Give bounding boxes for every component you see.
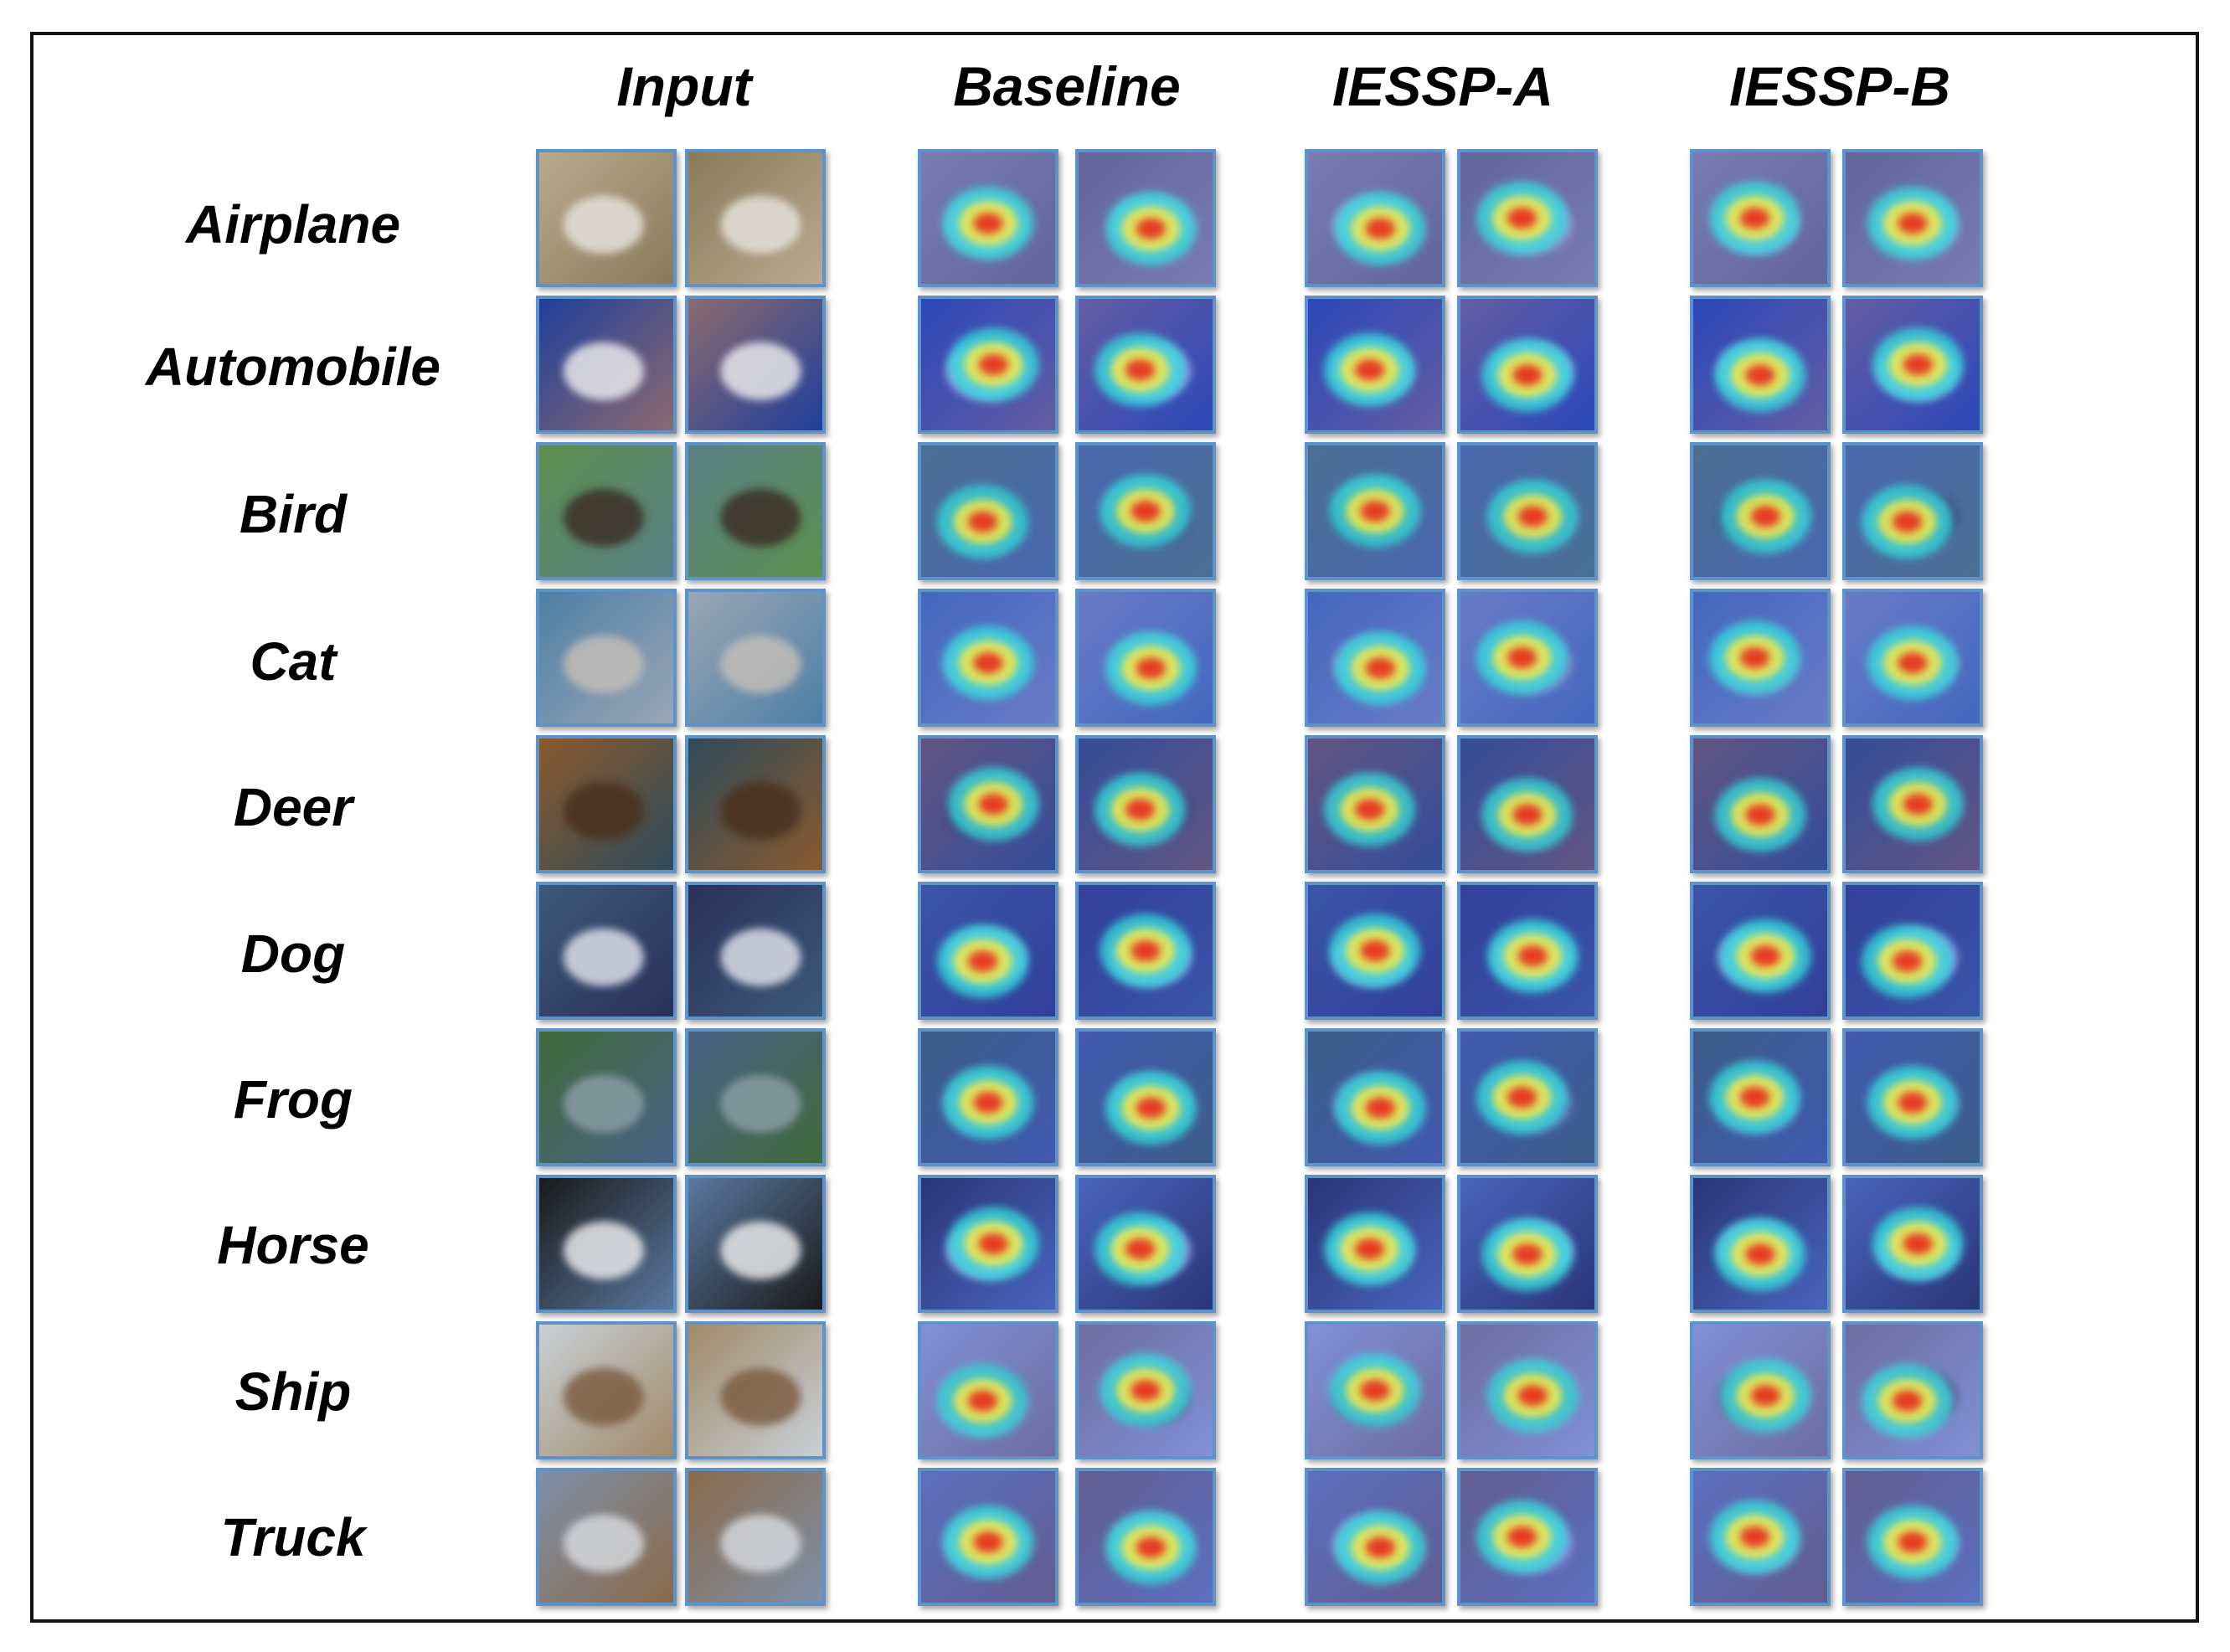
thumb-airplane-baseline-1: [918, 149, 1058, 287]
thumb-frog-baseline-1: [918, 1028, 1058, 1166]
column-header-baseline: Baseline: [953, 55, 1181, 117]
row-label-bird: Bird: [239, 484, 347, 544]
thumb-deer-iessp-b-2: [1842, 735, 1983, 873]
thumb-airplane-input-1: [536, 149, 677, 287]
thumb-truck-iessp-a-1: [1305, 1468, 1445, 1606]
thumb-cat-iessp-b-2: [1842, 589, 1983, 727]
thumb-truck-input-1: [536, 1468, 677, 1606]
thumb-frog-baseline-2: [1075, 1028, 1216, 1166]
thumb-automobile-input-1: [536, 296, 677, 434]
thumb-automobile-iessp-a-1: [1305, 296, 1445, 434]
thumb-automobile-iessp-a-2: [1457, 296, 1598, 434]
thumb-frog-iessp-b-1: [1690, 1028, 1831, 1166]
thumb-horse-input-1: [536, 1175, 677, 1313]
thumb-deer-baseline-1: [918, 735, 1058, 873]
thumb-frog-input-2: [685, 1028, 826, 1166]
thumb-deer-input-2: [685, 735, 826, 873]
thumb-airplane-iessp-a-1: [1305, 149, 1445, 287]
column-header-iessp-b: IESSP-B: [1728, 55, 1951, 117]
thumb-cat-iessp-a-2: [1457, 589, 1598, 727]
thumb-deer-iessp-a-2: [1457, 735, 1598, 873]
row-label-airplane: Airplane: [185, 194, 401, 255]
thumb-frog-iessp-a-1: [1305, 1028, 1445, 1166]
thumb-truck-iessp-b-1: [1690, 1468, 1831, 1606]
thumb-deer-input-1: [536, 735, 677, 873]
thumb-bird-input-1: [536, 442, 677, 580]
thumb-truck-iessp-b-2: [1842, 1468, 1983, 1606]
thumb-truck-baseline-1: [918, 1468, 1058, 1606]
thumb-dog-iessp-a-1: [1305, 882, 1445, 1020]
thumb-bird-iessp-b-1: [1690, 442, 1831, 580]
thumb-dog-input-2: [685, 882, 826, 1020]
thumb-horse-iessp-a-1: [1305, 1175, 1445, 1313]
thumb-deer-iessp-b-1: [1690, 735, 1831, 873]
thumb-deer-baseline-2: [1075, 735, 1216, 873]
thumb-ship-baseline-1: [918, 1321, 1058, 1459]
thumb-frog-iessp-a-2: [1457, 1028, 1598, 1166]
thumb-ship-iessp-a-1: [1305, 1321, 1445, 1459]
thumb-airplane-input-2: [685, 149, 826, 287]
thumb-automobile-iessp-b-1: [1690, 296, 1831, 434]
column-header-iessp-a: IESSP-A: [1331, 55, 1554, 117]
thumb-truck-baseline-2: [1075, 1468, 1216, 1606]
thumb-automobile-input-2: [685, 296, 826, 434]
thumb-cat-input-1: [536, 589, 677, 727]
row-label-frog: Frog: [233, 1069, 353, 1130]
row-label-ship: Ship: [234, 1361, 352, 1422]
thumb-ship-iessp-a-2: [1457, 1321, 1598, 1459]
row-label-cat: Cat: [250, 631, 337, 692]
thumb-horse-input-2: [685, 1175, 826, 1313]
row-label-automobile: Automobile: [146, 337, 440, 397]
thumb-ship-baseline-2: [1075, 1321, 1216, 1459]
thumb-airplane-baseline-2: [1075, 149, 1216, 287]
thumb-automobile-baseline-2: [1075, 296, 1216, 434]
thumb-dog-baseline-2: [1075, 882, 1216, 1020]
thumb-automobile-baseline-1: [918, 296, 1058, 434]
thumb-dog-iessp-b-1: [1690, 882, 1831, 1020]
thumb-dog-baseline-1: [918, 882, 1058, 1020]
thumb-bird-iessp-a-1: [1305, 442, 1445, 580]
thumb-horse-baseline-2: [1075, 1175, 1216, 1313]
thumb-airplane-iessp-b-1: [1690, 149, 1831, 287]
thumb-ship-iessp-b-1: [1690, 1321, 1831, 1459]
thumb-horse-iessp-b-1: [1690, 1175, 1831, 1313]
thumb-frog-input-1: [536, 1028, 677, 1166]
thumb-airplane-iessp-a-2: [1457, 149, 1598, 287]
thumb-truck-input-2: [685, 1468, 826, 1606]
thumb-deer-iessp-a-1: [1305, 735, 1445, 873]
column-header-input: Input: [616, 55, 752, 117]
thumb-bird-iessp-b-2: [1842, 442, 1983, 580]
thumb-cat-input-2: [685, 589, 826, 727]
thumb-dog-iessp-b-2: [1842, 882, 1983, 1020]
row-label-horse: Horse: [217, 1215, 369, 1275]
thumb-truck-iessp-a-2: [1457, 1468, 1598, 1606]
thumb-cat-iessp-a-1: [1305, 589, 1445, 727]
thumb-dog-iessp-a-2: [1457, 882, 1598, 1020]
thumb-cat-iessp-b-1: [1690, 589, 1831, 727]
thumb-bird-baseline-1: [918, 442, 1058, 580]
row-label-truck: Truck: [220, 1507, 366, 1567]
thumb-ship-iessp-b-2: [1842, 1321, 1983, 1459]
thumb-cat-baseline-2: [1075, 589, 1216, 727]
thumb-bird-input-2: [685, 442, 826, 580]
thumb-ship-input-2: [685, 1321, 826, 1459]
thumb-bird-iessp-a-2: [1457, 442, 1598, 580]
thumb-automobile-iessp-b-2: [1842, 296, 1983, 434]
thumb-horse-iessp-a-2: [1457, 1175, 1598, 1313]
row-label-dog: Dog: [240, 924, 346, 984]
thumb-bird-baseline-2: [1075, 442, 1216, 580]
thumb-dog-input-1: [536, 882, 677, 1020]
thumb-airplane-iessp-b-2: [1842, 149, 1983, 287]
thumb-horse-iessp-b-2: [1842, 1175, 1983, 1313]
thumb-cat-baseline-1: [918, 589, 1058, 727]
thumb-horse-baseline-1: [918, 1175, 1058, 1313]
row-label-deer: Deer: [233, 777, 353, 837]
thumb-ship-input-1: [536, 1321, 677, 1459]
thumb-frog-iessp-b-2: [1842, 1028, 1983, 1166]
